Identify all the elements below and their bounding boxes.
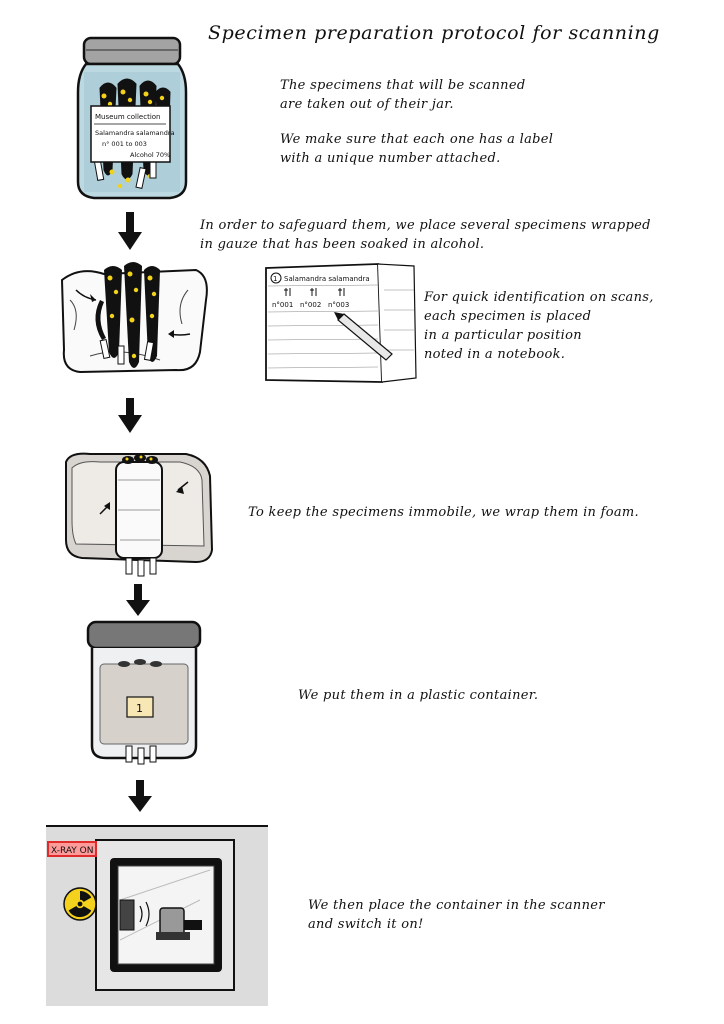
notebook-entry: n°002 xyxy=(300,301,321,309)
step6-line: and switch it on! xyxy=(308,917,424,932)
xray-on-sign: X-RAY ON xyxy=(47,841,97,857)
xray-scanner: X-RAY ON xyxy=(46,825,268,1006)
notebook-number: 1 xyxy=(273,275,277,283)
step1-line: We make sure that each one has a label xyxy=(280,132,554,147)
jar-label-line2: Salamandra salamandra xyxy=(95,129,175,137)
step6-line: We then place the container in the scann… xyxy=(308,898,605,913)
step2-line: in gauze that has been soaked in alcohol… xyxy=(200,237,485,252)
step3-line: in a particular position xyxy=(424,328,582,343)
down-arrow-icon xyxy=(128,780,152,812)
xray-on-label: X-RAY ON xyxy=(51,846,94,856)
step2-text: In order to safeguard them, we place sev… xyxy=(200,216,651,254)
down-arrow-icon xyxy=(126,584,150,616)
step3-line: For quick identification on scans, xyxy=(424,290,654,305)
plastic-container: 1 xyxy=(86,620,202,765)
step3-line: each specimen is placed xyxy=(424,309,592,324)
step3-text: For quick identification on scans, each … xyxy=(424,288,654,364)
gauze-wrap xyxy=(60,262,208,374)
notebook-species: Salamandra salamandra xyxy=(284,275,370,283)
step1-line: The specimens that will be scanned xyxy=(280,78,526,93)
jar-label-line1: Museum collection xyxy=(95,113,161,121)
step4-text: To keep the specimens immobile, we wrap … xyxy=(248,503,639,522)
notebook: 1 Salamandra salamandra n°001 n°002 n°00… xyxy=(265,263,417,383)
pencil-icon xyxy=(334,312,393,361)
radiation-icon xyxy=(63,887,97,921)
jar-label-line3: n° 001 to 003 xyxy=(102,140,147,148)
step2-line: In order to safeguard them, we place sev… xyxy=(200,218,651,233)
down-arrow-icon xyxy=(118,398,142,433)
step1-text: The specimens that will be scanned are t… xyxy=(280,76,553,168)
notebook-entry: n°003 xyxy=(328,301,349,309)
container-label: 1 xyxy=(136,702,143,715)
step5-text: We put them in a plastic container. xyxy=(298,686,538,705)
down-arrow-icon xyxy=(118,212,142,250)
notebook-entry: n°001 xyxy=(272,301,293,309)
step3-line: noted in a notebook. xyxy=(424,347,566,362)
step1-line: with a unique number attached. xyxy=(280,151,501,166)
step5-line: We put them in a plastic container. xyxy=(298,688,539,703)
step1-line: are taken out of their jar. xyxy=(280,97,454,112)
page-title: Specimen preparation protocol for scanni… xyxy=(208,22,660,44)
step6-text: We then place the container in the scann… xyxy=(308,896,605,934)
step4-line: To keep the specimens immobile, we wrap … xyxy=(248,505,639,520)
jar-label: Museum collection Salamandra salamandra … xyxy=(90,105,175,163)
specimen-jar: Museum collection Salamandra salamandra … xyxy=(76,36,188,200)
jar-label-line4: Alcohol 70% xyxy=(130,151,170,159)
foam-wrap xyxy=(65,452,214,577)
